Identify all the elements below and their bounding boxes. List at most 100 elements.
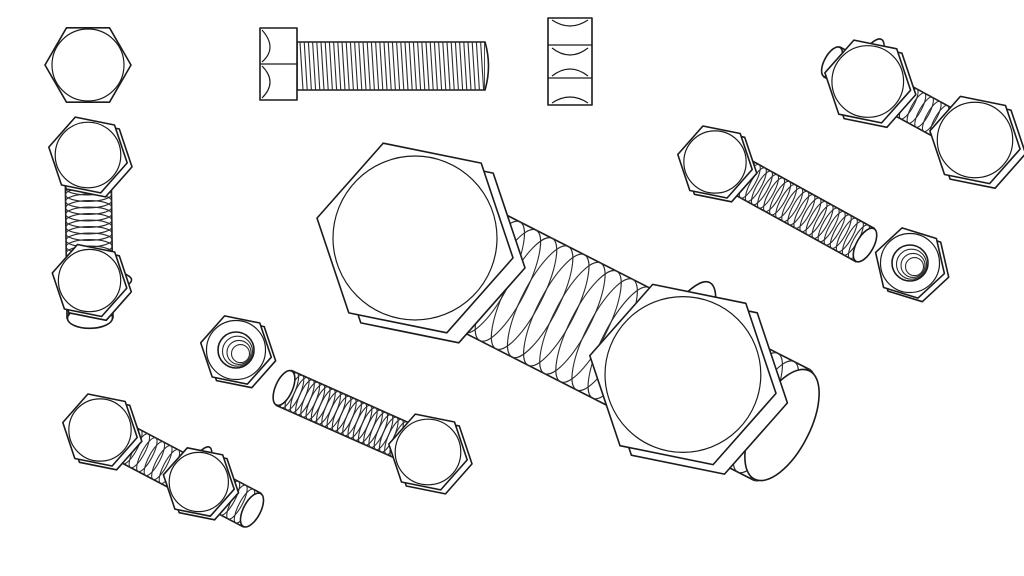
thread-line	[387, 41, 392, 91]
thread-line	[320, 41, 325, 91]
thread-line	[303, 41, 308, 91]
thread-line	[421, 41, 426, 91]
nut-body	[547, 17, 593, 106]
thread-line	[375, 41, 380, 91]
nut-chamfer-circle	[683, 130, 747, 194]
nut-face	[162, 446, 235, 518]
thread-ridge	[799, 197, 822, 233]
thread-ridge	[793, 194, 816, 229]
thread-line	[366, 41, 371, 91]
loose-hex-nut-right	[874, 227, 950, 303]
thread-ridge	[539, 261, 606, 375]
thread-line	[299, 41, 304, 91]
lower-left-bolt-with-nut	[61, 393, 265, 528]
nut-side-view	[547, 17, 593, 106]
thread-ridge	[756, 173, 780, 209]
thread-line	[450, 41, 455, 91]
nut-chamfer	[551, 19, 589, 104]
nut-face	[824, 39, 912, 124]
thread-ridge	[136, 437, 158, 473]
thread-line	[383, 41, 388, 91]
thread-line	[316, 41, 321, 91]
thread-line	[379, 41, 384, 91]
nut-chamfer-circle	[394, 418, 462, 486]
thread-ridge	[151, 444, 173, 481]
thread-line	[433, 41, 438, 91]
thread-line	[408, 41, 413, 91]
thread-ridge	[775, 183, 798, 219]
thread-line	[337, 41, 342, 91]
bolt-tip	[239, 492, 265, 528]
thread-ridge	[65, 213, 113, 228]
nut-thread-ring	[226, 339, 252, 365]
thread-ridge	[744, 167, 767, 203]
thread-line	[307, 41, 312, 91]
thread-ridge	[823, 210, 846, 246]
bolt-head	[676, 125, 758, 203]
thread-line	[429, 41, 434, 91]
nut-thread-ring	[221, 335, 254, 367]
thread-line	[463, 41, 468, 91]
nut-thread-ring	[904, 257, 925, 277]
nut-chamfer-circle	[168, 451, 230, 513]
bolt-head	[387, 413, 473, 495]
thread-line	[391, 41, 396, 91]
nut-face	[51, 243, 128, 318]
nut-face	[316, 142, 514, 334]
bolt-head	[61, 393, 143, 471]
thread-ridge	[65, 200, 113, 215]
thread-line	[345, 41, 350, 91]
thread-ridge	[506, 245, 574, 359]
nut-chamfer-circle	[332, 155, 498, 321]
thread-ridge	[763, 177, 786, 213]
thread-ridge	[835, 217, 858, 253]
thread-line	[358, 41, 363, 91]
thread-ridge	[817, 207, 840, 243]
thread-line	[467, 41, 472, 91]
bolt-head	[316, 142, 526, 344]
thread-line	[324, 41, 329, 91]
thread-line	[328, 41, 333, 91]
thread-ridge	[829, 214, 852, 249]
thread-ridge	[787, 190, 810, 226]
thread-ridge	[781, 187, 804, 223]
thread-line	[471, 41, 476, 91]
bolt-nut	[824, 39, 917, 129]
thread-line	[412, 41, 417, 91]
thread-ridge	[914, 96, 934, 128]
thread-line	[438, 41, 443, 91]
thread-line	[446, 41, 451, 91]
upper-right-bolt-with-nut	[820, 38, 1024, 189]
nut-chamfer-circle	[831, 45, 905, 118]
nut-chamfer-circle	[879, 232, 941, 294]
bolt-tip	[272, 369, 296, 407]
thread-ridge	[921, 100, 942, 133]
bolt-nut	[162, 446, 240, 521]
nut-chamfer-circle	[205, 319, 267, 381]
thread-ridge	[805, 200, 828, 236]
bolt-head	[47, 116, 133, 198]
thread-ridge	[523, 253, 590, 367]
thread-line	[459, 41, 464, 91]
bolt-nut	[51, 243, 133, 322]
thread-line	[400, 41, 405, 91]
thread-line	[349, 41, 354, 91]
thread-line	[396, 41, 401, 91]
thread-ridge	[555, 269, 622, 383]
nut-face	[387, 413, 469, 491]
thread-line	[475, 41, 480, 91]
nut-chamfer-circle	[68, 398, 132, 462]
thread-line	[354, 41, 359, 91]
nut-face	[588, 283, 777, 466]
bolt-tip	[852, 227, 878, 263]
thread-line	[417, 41, 422, 91]
thread-line	[312, 41, 317, 91]
thread-line	[442, 41, 447, 91]
nut-thread-ring	[895, 248, 928, 280]
nut-chamfer-circle	[57, 248, 122, 313]
thread-ridge	[811, 204, 834, 239]
bolt-nut	[588, 283, 789, 475]
thread-ridge	[750, 170, 773, 206]
